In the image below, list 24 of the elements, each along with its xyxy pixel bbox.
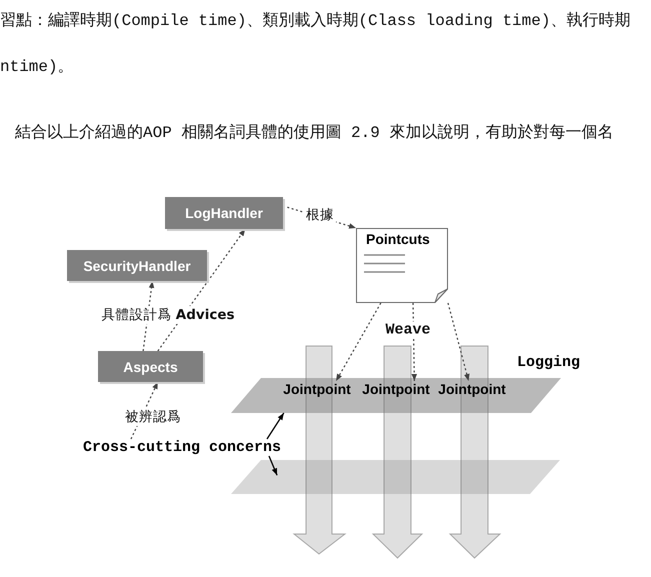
edge-label: 被辨認爲 bbox=[123, 408, 183, 426]
body-text: 結合以上介紹過的AOP 相關名詞具體的使用圖 2.9 來加以說明，有助於對每一個名 bbox=[15, 123, 614, 143]
point-label: Jointpoint bbox=[283, 381, 351, 397]
edge-label: 具體設計爲 Advices bbox=[99, 306, 237, 324]
handler-box: LogHandler bbox=[165, 197, 283, 229]
plane-band bbox=[231, 378, 561, 413]
edge-label: Weave bbox=[384, 322, 432, 338]
handler-box: SecurityHandler bbox=[67, 250, 207, 281]
dotted-arrow bbox=[447, 302, 470, 382]
dotted-arrow bbox=[336, 302, 382, 382]
point-label: Jointpoint bbox=[362, 381, 430, 397]
edge-label: 根據 bbox=[304, 206, 336, 224]
dotted-arrow bbox=[157, 228, 246, 352]
document-title: Pointcuts bbox=[366, 231, 430, 247]
arrow bbox=[268, 456, 278, 476]
aspects-box: Aspects bbox=[98, 351, 203, 382]
document-box bbox=[356, 228, 448, 303]
body-text: 習點：編譯時期(Compile time)、類別載入時期(Class loading time)、執行時期 bbox=[0, 11, 630, 31]
point-label: Jointpoint bbox=[438, 381, 506, 397]
plane-band bbox=[231, 460, 560, 494]
arrow bbox=[266, 412, 284, 440]
concerns-label: Cross-cutting concerns bbox=[83, 439, 283, 456]
body-text: ntime)。 bbox=[0, 57, 74, 77]
plane-caption: Logging bbox=[517, 354, 580, 371]
